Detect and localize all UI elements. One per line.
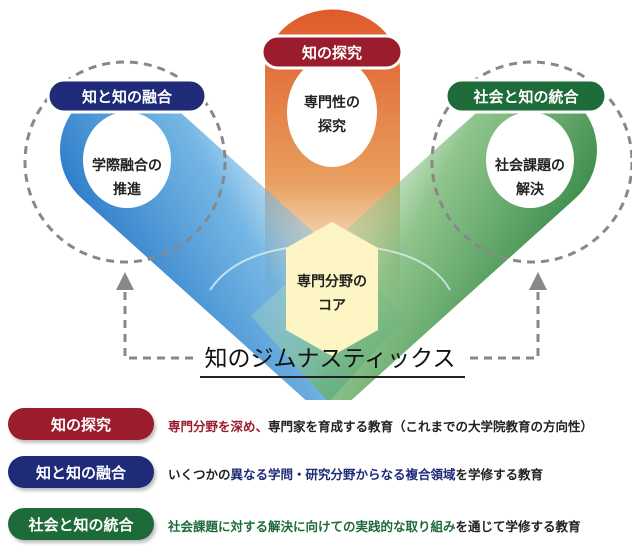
legend-text: を通じて学修する教育 <box>455 519 581 534</box>
legend-pill: 知と知の融合 <box>8 456 154 488</box>
legend-row-exploration: 知の探究 専門分野を深め、専門家を育成する教育（これまでの大学院教育の方向性） <box>0 408 632 442</box>
right-body-2: 解決 <box>516 181 545 198</box>
left-white-circle <box>83 112 171 208</box>
right-pill <box>444 78 608 114</box>
legend-pill: 知の探究 <box>8 408 154 440</box>
legend-text: いくつかの <box>168 467 231 482</box>
legend-text-highlight: 専門分野を深め、 <box>168 419 269 434</box>
legend-text-highlight: 異なる学問・研究分野からなる複合領域 <box>230 467 456 482</box>
top-pill <box>260 34 404 70</box>
left-arrow <box>116 272 195 360</box>
core-text-1: 専門分野の <box>297 273 367 290</box>
arrowhead-up-icon <box>116 272 134 290</box>
legend-text: を学修する教育 <box>455 467 544 482</box>
left-pill <box>46 78 208 114</box>
core-hexagon <box>286 222 378 356</box>
right-white-circle <box>486 112 574 208</box>
right-dashed-circle <box>430 60 632 264</box>
left-body-2: 推進 <box>113 181 141 198</box>
core-text-2: コア <box>318 298 346 314</box>
top-body-2: 探究 <box>318 118 346 135</box>
left-pill-label: 知と知の融合 <box>82 88 173 106</box>
left-dashed-circle <box>23 60 227 264</box>
legend-row-integration: 社会と知の統合 社会課題に対する解決に向けての実践的な取り組みを通じて学修する教… <box>0 508 632 542</box>
legend-row-fusion: 知と知の融合 いくつかの異なる学問・研究分野からなる複合領域を学修する教育 <box>0 456 632 490</box>
gymnastics-diagram: 知と知の融合 知の探究 社会と知の統合 学際融合の 推進 専門性の 探究 社会課… <box>23 9 632 400</box>
legend-description: 専門分野を深め、専門家を育成する教育（これまでの大学院教育の方向性） <box>168 416 593 435</box>
left-body-1: 学際融合の <box>92 157 162 174</box>
diagram-title: 知のジムナスティックス <box>205 346 456 372</box>
top-body-1: 専門性の <box>304 94 360 111</box>
arrowhead-up-icon <box>529 272 547 290</box>
legend-pill: 社会と知の統合 <box>8 508 154 540</box>
right-body-1: 社会課題の <box>494 157 565 174</box>
right-arrow <box>470 272 547 360</box>
legend-description: いくつかの異なる学問・研究分野からなる複合領域を学修する教育 <box>168 464 543 483</box>
right-pill-label: 社会と知の統合 <box>472 88 579 106</box>
top-pill-label: 知の探究 <box>302 44 362 62</box>
legend-text: 専門家を育成する教育（これまでの大学院教育の方向性） <box>268 419 594 434</box>
legend-text-highlight: 社会課題に対する解決に向けての実践的な取り組み <box>168 519 456 534</box>
top-white-circle <box>287 57 377 167</box>
legend-description: 社会課題に対する解決に向けての実践的な取り組みを通じて学修する教育 <box>168 516 581 535</box>
